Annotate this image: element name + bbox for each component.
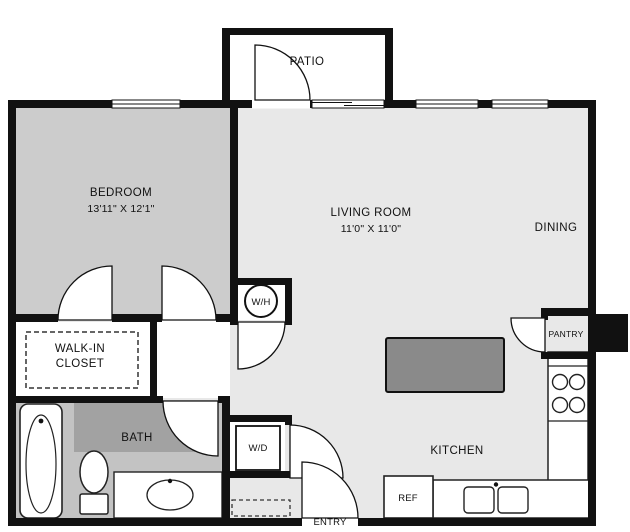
- bathtub-drain-icon: [38, 418, 44, 424]
- sliding-door: [311, 99, 385, 109]
- wall-segment: [216, 314, 238, 322]
- patio-label: PATIO: [290, 56, 325, 68]
- stove-burner-icon: [551, 373, 569, 391]
- bedroom-dims: 13'11" X 12'1": [87, 203, 154, 215]
- entry-door-swing: [301, 461, 359, 519]
- bedroom-door-swing: [161, 265, 217, 321]
- washer-dryer-label: W/D: [248, 443, 267, 454]
- water-heater-label: W/H: [251, 297, 270, 308]
- kitchen-label: KITCHEN: [430, 445, 483, 457]
- water-heater-door-swing: [237, 321, 286, 370]
- door-swings: [57, 44, 546, 519]
- stove-burner-icon: [551, 396, 569, 414]
- wall-segment: [222, 415, 292, 422]
- closet-floor: [12, 322, 150, 398]
- wall-segment: [112, 314, 162, 322]
- entry-label: ENTRY: [313, 517, 346, 528]
- bedroom-label: BEDROOM: [90, 187, 152, 199]
- living-room-label: LIVING ROOM: [330, 207, 411, 219]
- wall-segment: [285, 278, 292, 325]
- wall-segment: [222, 28, 230, 100]
- stove-burner-icon: [568, 373, 586, 391]
- closet-label-line2: CLOSET: [56, 358, 104, 370]
- bath-door-swing: [162, 400, 219, 457]
- door-opening: [252, 99, 310, 109]
- kitchen-island: [385, 337, 505, 393]
- bath-faucet-icon: [167, 478, 173, 484]
- wall-segment: [222, 471, 292, 478]
- wall-segment: [285, 415, 292, 425]
- bath-sink: [146, 479, 194, 511]
- closet-label-line1: WALK-IN: [55, 343, 105, 355]
- closet-door-swing: [57, 265, 113, 321]
- labels: PATIO BEDROOM 13'11" X 12'1" LIVING ROOM…: [55, 56, 584, 528]
- patio-door-swing: [254, 44, 311, 101]
- stove-burner-icon: [568, 396, 586, 414]
- pantry-door-swing: [510, 317, 546, 353]
- kitchen-faucet-icon: [493, 482, 499, 487]
- closet-shelving-dashed: [25, 331, 139, 389]
- dining-label: DINING: [535, 222, 578, 234]
- bath-label: BATH: [121, 432, 152, 444]
- wall-segment: [230, 278, 292, 285]
- wall-segment: [385, 28, 393, 100]
- toilet-bowl: [79, 450, 109, 494]
- wall-segment: [541, 308, 548, 320]
- utility-chase: [596, 314, 628, 352]
- wall-segment: [8, 100, 16, 526]
- pantry-label: PANTRY: [549, 329, 584, 339]
- wall-segment: [8, 396, 163, 403]
- wall-segment: [8, 314, 58, 322]
- washer-dryer-unit: [235, 425, 281, 471]
- bathtub-basin: [25, 414, 57, 514]
- wall-segment: [588, 100, 596, 526]
- kitchen-sink-basin: [497, 486, 529, 514]
- hallway-floor: [155, 320, 230, 398]
- windows: [111, 99, 549, 527]
- fixtures: [19, 284, 591, 519]
- toilet-tank: [79, 493, 109, 515]
- wall-segment: [230, 104, 238, 325]
- refrigerator-label: REF: [398, 493, 418, 504]
- wall-segment: [541, 308, 588, 316]
- entry-opening: [302, 517, 358, 527]
- wall-segment: [222, 396, 230, 526]
- wall-segment: [222, 28, 393, 35]
- refrigerator: [383, 475, 434, 519]
- living-room-dims: 11'0" X 11'0": [341, 223, 401, 235]
- wall-segment: [150, 318, 157, 402]
- kitchen-sink-basin: [463, 486, 495, 514]
- wall-segment: [541, 352, 588, 359]
- entry-dashed-outline: [231, 499, 291, 517]
